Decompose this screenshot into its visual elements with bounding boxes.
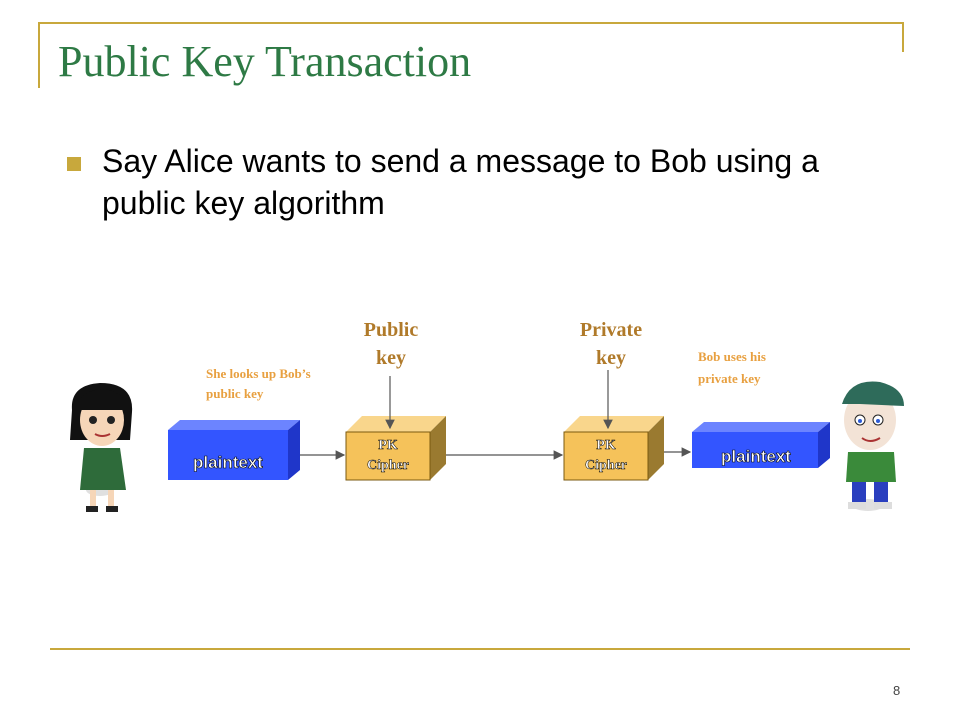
cipher2-line2: Cipher [585,458,627,473]
frame-top-rule [38,22,904,24]
plaintext-box-right: plaintext [692,422,830,468]
plaintext-right-label: plaintext [721,447,791,466]
plaintext-box-left: plaintext [168,420,300,480]
bullet-square-icon [67,157,81,171]
bullet-text: Say Alice wants to send a message to Bob… [102,143,819,221]
note-bob-line2: private key [698,371,761,386]
cipher2-line1: PK [596,438,616,453]
pk-cipher-box-2: PK Cipher [563,416,664,481]
note-bob-line1: Bob uses his [698,349,766,364]
frame-left-rule [38,22,40,88]
note-alice-line2: public key [206,386,264,401]
bob-figure [842,381,904,511]
cipher1-line1: PK [378,438,398,453]
slide-title: Public Key Transaction [58,37,472,86]
private-key-label-2: key [596,347,626,369]
public-key-label-1: Public [364,319,419,341]
plaintext-left-label: plaintext [193,453,263,472]
slide-number: 8 [893,683,901,698]
alice-figure [70,383,133,512]
frame-bottom-rule [50,648,910,650]
note-alice-line1: She looks up Bob’s [206,366,311,381]
frame-right-rule [902,22,904,52]
public-key-label-2: key [376,347,406,369]
cipher1-line2: Cipher [367,458,409,473]
pk-cipher-box-1: PK Cipher [345,416,446,481]
private-key-label-1: Private [580,319,642,341]
